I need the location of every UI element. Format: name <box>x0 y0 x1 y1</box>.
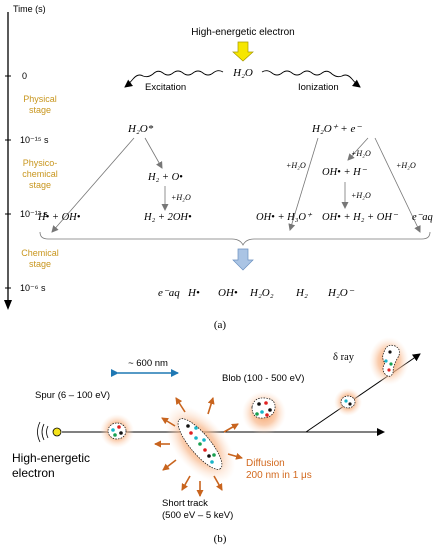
delta-ray-cluster-large <box>369 337 409 385</box>
electron-label-1: High-energetic <box>12 451 90 465</box>
blob-label: Blob (100 - 500 eV) <box>222 373 304 384</box>
h2o-center: H₂O <box>232 67 253 79</box>
diffusion-label-1: Diffusion <box>246 458 285 469</box>
diffusion-label-2: 200 nm in 1 μs <box>246 470 312 481</box>
spur-dot <box>119 431 123 435</box>
product-h2: H₂ <box>295 287 308 299</box>
tick-label-0: 0 <box>22 71 27 81</box>
electron-label-2: electron <box>12 466 55 480</box>
final-products: e⁻aq H• OH• H₂O₂ H₂ H₂O⁻ <box>158 287 355 299</box>
arrow-h2ostar-to-h-oh <box>51 137 135 233</box>
stage-physchem-3: stage <box>29 180 51 190</box>
spur-dot <box>117 425 121 429</box>
stage-chemical-1: Chemical <box>21 248 59 258</box>
plus-h2o-2: +H₂O <box>286 161 306 170</box>
short-track <box>154 397 243 497</box>
e-aq-label: e⁻aq <box>412 212 433 223</box>
ionization-wavy-arrow <box>261 70 361 88</box>
blob-outline <box>251 397 276 419</box>
electron-source-dot <box>52 427 62 437</box>
blue-arrow-icon <box>232 248 254 271</box>
excitation-label: Excitation <box>145 82 186 93</box>
h-plus-oh: H• + OH• <box>37 212 81 223</box>
stage-physchem-2: chemical <box>22 169 58 179</box>
product-e-aq: e⁻aq <box>158 287 180 299</box>
spur <box>100 414 134 448</box>
stage-labels: Physical stage Physico- chemical stage C… <box>21 94 59 269</box>
arrow-e-to-oh-hminus <box>347 137 369 161</box>
h2o-plus-electron: H₂O⁺ + e⁻ <box>311 123 362 135</box>
plus-h2o-3: +H₂O <box>351 149 371 158</box>
oh-plus-h2-plus-ohminus: OH• + H₂ + OH⁻ <box>322 212 399 223</box>
panel-a: Time (s) 0 10⁻¹⁵ s 10⁻¹² s 10⁻⁶ s Physic… <box>4 4 433 331</box>
panel-b: ~ 600 nm Spur (6 – 100 eV) <box>12 337 421 545</box>
product-h2o2: H₂O₂ <box>249 287 274 299</box>
time-axis-arrowhead <box>4 300 12 310</box>
stage-physical-1: Physical <box>23 94 57 104</box>
spur-outline <box>107 422 127 440</box>
spur-label: Spur (6 – 100 eV) <box>35 390 110 401</box>
product-h: H• <box>187 287 200 299</box>
caption-b: (b) <box>214 533 227 545</box>
short-track-label-1: Short track <box>162 498 208 509</box>
tick-label-fs: 10⁻¹⁵ s <box>20 135 49 145</box>
source-ripples-icon <box>37 421 49 443</box>
tick-label-ps: 10⁻¹² s <box>20 209 48 219</box>
oh-plus-h3o: OH• + H₃O⁺ <box>256 212 313 223</box>
delta-ray-label: δ ray <box>333 352 355 363</box>
product-h2o-minus: H₂O⁻ <box>327 287 355 299</box>
plus-h2o-5: +H₂O <box>351 191 371 200</box>
tick-label-us: 10⁻⁶ s <box>20 283 46 293</box>
arrow-e-to-eaq <box>374 137 421 233</box>
h2-plus-2oh: H₂ + 2OH• <box>143 212 192 223</box>
arrow-h2ostar-to-h2-o <box>144 137 163 169</box>
product-oh: OH• <box>218 287 238 299</box>
stage-physical-2: stage <box>29 105 51 115</box>
spur-dot <box>111 428 115 432</box>
oh-plus-hminus: OH• + H⁻ <box>322 167 368 178</box>
stage-chemical-2: stage <box>29 259 51 269</box>
arrow-h2oplus-to-oh-h3o <box>288 137 319 231</box>
blob <box>242 391 286 435</box>
diffusion-arrows <box>154 397 243 497</box>
caption-a: (a) <box>214 319 227 331</box>
excitation-wavy-arrow <box>124 70 224 88</box>
h2-o: H₂ + O• <box>147 172 183 183</box>
time-axis-title: Time (s) <box>13 4 46 14</box>
ionization-label: Ionization <box>298 82 339 93</box>
stage-physchem-1: Physico- <box>23 158 58 168</box>
plus-h2o-1: +H₂O <box>171 193 191 202</box>
scale-label: ~ 600 nm <box>128 358 168 369</box>
grouping-brace <box>39 231 431 246</box>
source-label: High-energetic electron <box>191 27 294 38</box>
delta-ray-cluster-small <box>334 388 362 416</box>
spur-dot <box>113 433 117 437</box>
short-track-label-2: (500 eV – 5 keV) <box>162 510 233 521</box>
plus-h2o-4: +H₂O <box>396 161 416 170</box>
h2o-star: H₂O* <box>127 123 154 135</box>
yellow-arrow-icon <box>232 41 254 62</box>
